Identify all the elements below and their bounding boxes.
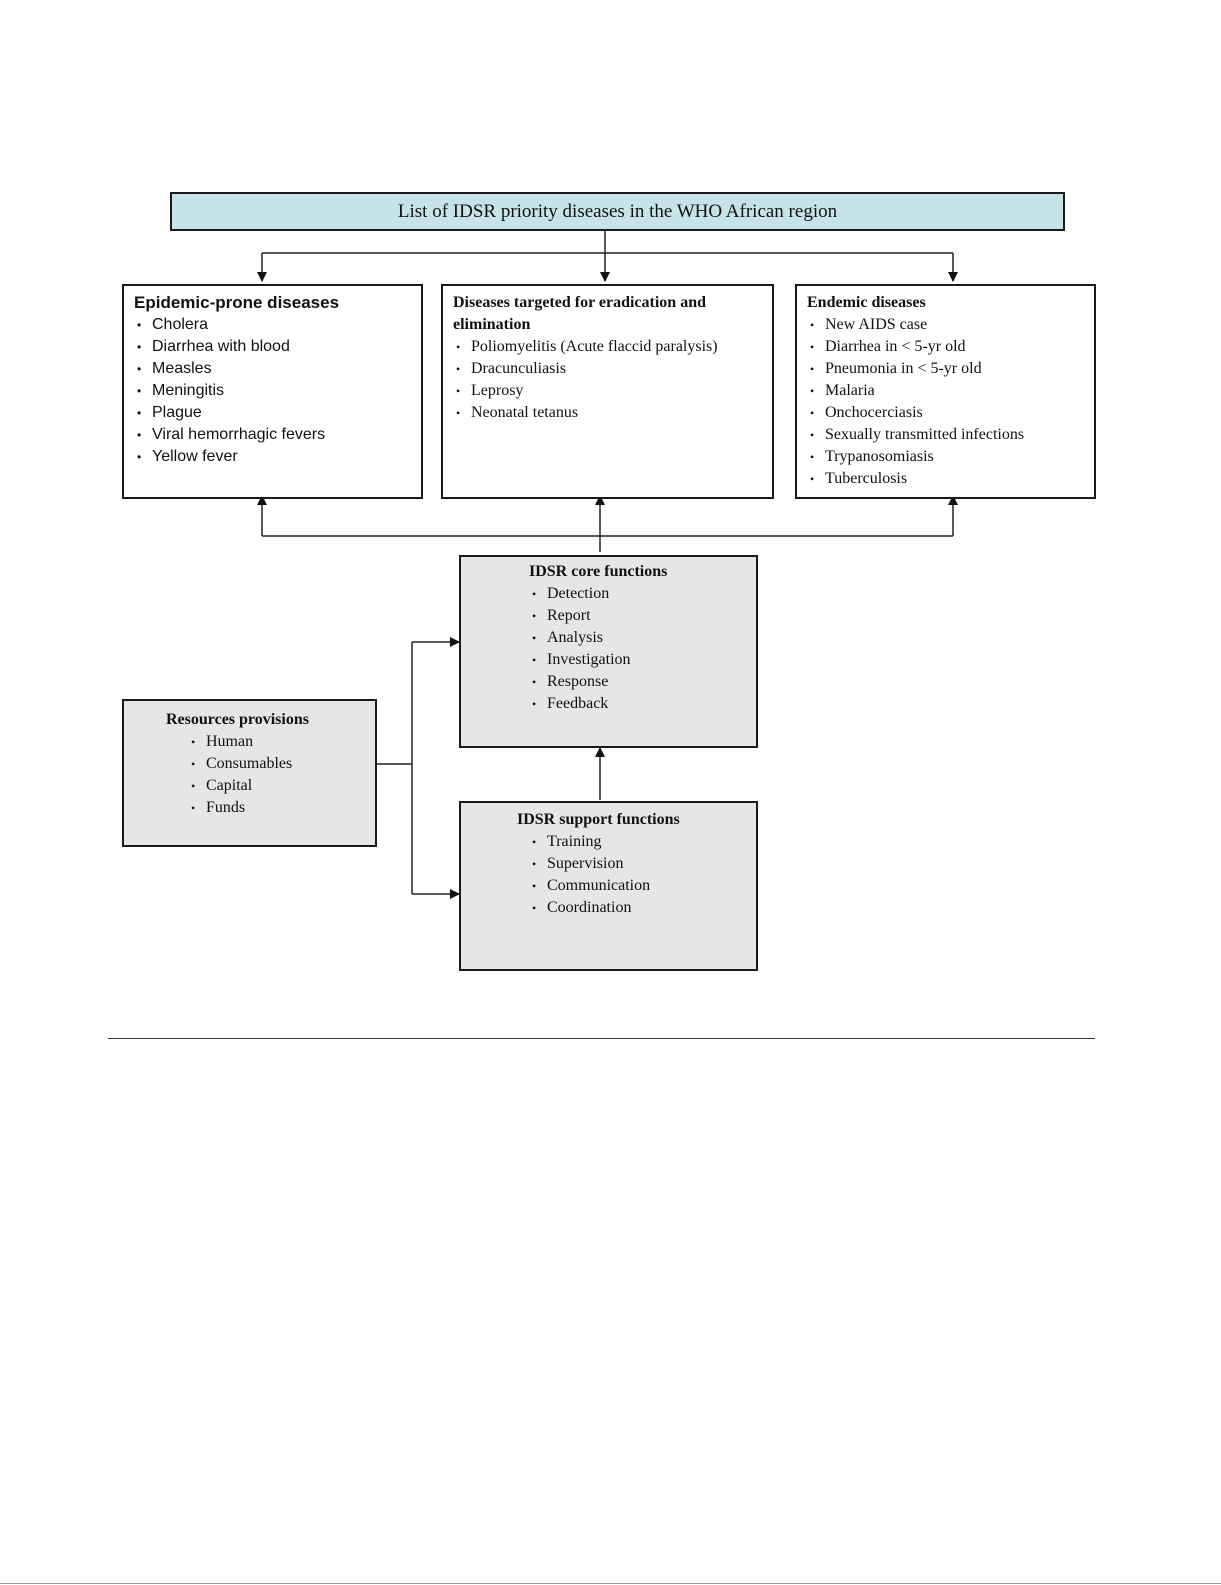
support-list: Training Supervision Communication Coord… [517,831,756,919]
list-item: Report [529,605,756,627]
list-item: Analysis [529,627,756,649]
list-item: Human [188,731,375,753]
list-item: Viral hemorrhagic fevers [134,424,411,446]
list-item: Response [529,671,756,693]
list-item: Plague [134,402,411,424]
endemic-list: New AIDS case Diarrhea in < 5-yr old Pne… [807,314,1084,490]
list-item: Tuberculosis [807,468,1084,490]
list-item: Onchocerciasis [807,402,1084,424]
list-item: New AIDS case [807,314,1084,336]
list-item: Meningitis [134,380,411,402]
list-item: Detection [529,583,756,605]
resources-list: Human Consumables Capital Funds [166,731,375,819]
list-item: Dracunculiasis [453,358,762,380]
list-item: Diarrhea in < 5-yr old [807,336,1084,358]
support-heading: IDSR support functions [517,811,680,828]
list-item: Investigation [529,649,756,671]
epidemic-list: Cholera Diarrhea with blood Measles Meni… [134,314,411,468]
eradication-list: Poliomyelitis (Acute flaccid paralysis) … [453,336,762,424]
epidemic-prone-box: Epidemic-prone diseases Cholera Diarrhea… [122,284,423,499]
list-item: Capital [188,775,375,797]
resources-heading: Resources provisions [166,711,309,728]
horizontal-divider [108,1038,1095,1039]
list-item: Funds [188,797,375,819]
eradication-heading-line1: Diseases targeted for eradication and [453,294,706,311]
core-functions-box: IDSR core functions Detection Report Ana… [459,555,758,748]
list-item: Neonatal tetanus [453,402,762,424]
list-item: Supervision [529,853,756,875]
eradication-box: Diseases targeted for eradication and el… [441,284,774,499]
title-box: List of IDSR priority diseases in the WH… [170,192,1065,231]
core-heading: IDSR core functions [529,563,668,580]
page-bottom-edge [0,1583,1221,1584]
list-item: Pneumonia in < 5-yr old [807,358,1084,380]
list-item: Communication [529,875,756,897]
list-item: Malaria [807,380,1084,402]
endemic-heading: Endemic diseases [807,294,926,311]
epidemic-heading: Epidemic-prone diseases [134,293,340,312]
list-item: Trypanosomiasis [807,446,1084,468]
diagram-title: List of IDSR priority diseases in the WH… [397,200,838,222]
list-item: Measles [134,358,411,380]
endemic-box: Endemic diseases New AIDS case Diarrhea … [795,284,1096,499]
list-item: Poliomyelitis (Acute flaccid paralysis) [453,336,762,358]
eradication-heading-line2: elimination [453,316,531,333]
list-item: Coordination [529,897,756,919]
list-item: Sexually transmitted infections [807,424,1084,446]
resources-provisions-box: Resources provisions Human Consumables C… [122,699,377,847]
core-list: Detection Report Analysis Investigation … [529,583,756,715]
list-item: Leprosy [453,380,762,402]
list-item: Training [529,831,756,853]
list-item: Yellow fever [134,446,411,468]
support-functions-box: IDSR support functions Training Supervis… [459,801,758,971]
list-item: Feedback [529,693,756,715]
list-item: Diarrhea with blood [134,336,411,358]
list-item: Consumables [188,753,375,775]
list-item: Cholera [134,314,411,336]
